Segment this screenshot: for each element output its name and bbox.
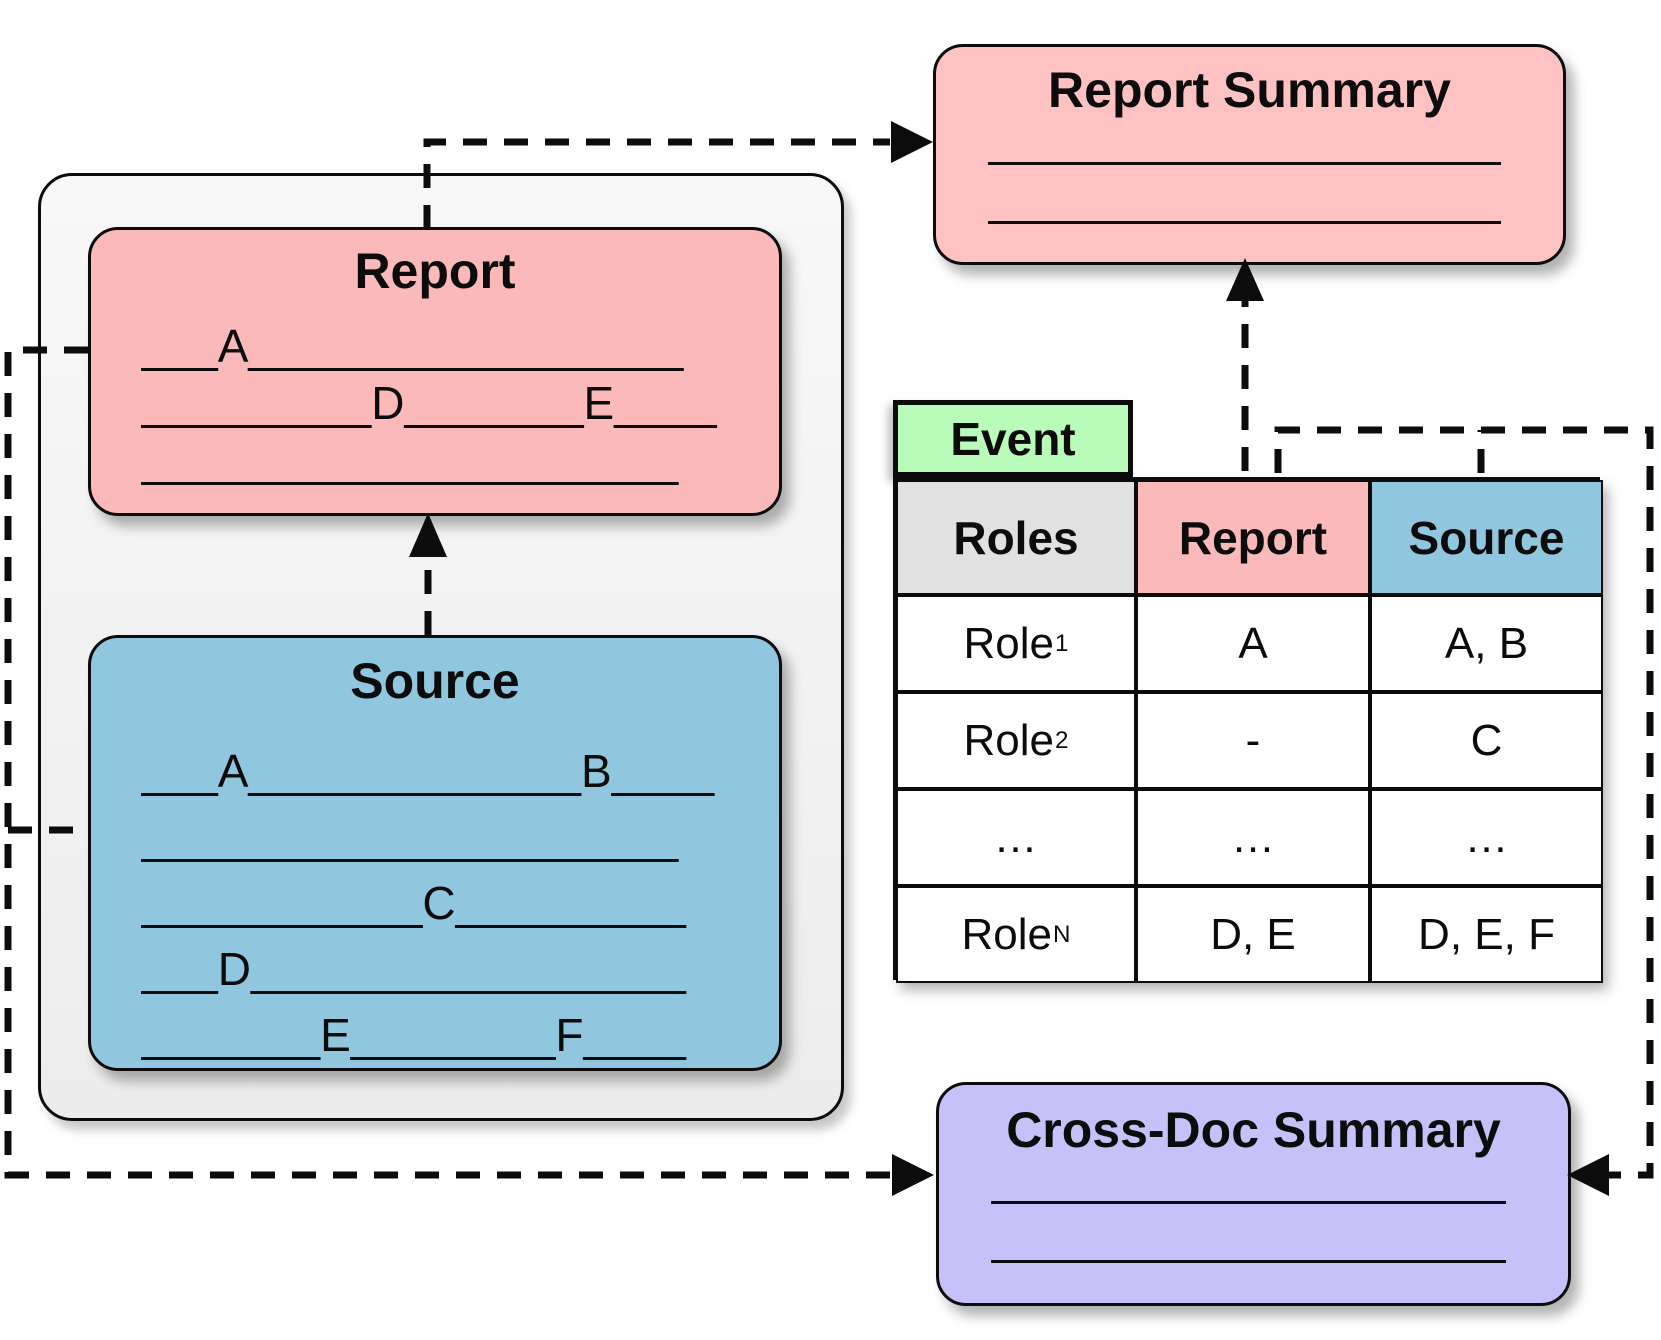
summary-blank-line — [991, 1260, 1506, 1263]
role-subscript: N — [1053, 920, 1071, 948]
table-row-source-cell: C — [1370, 692, 1603, 789]
source-text-line: ___A_____________B____ — [141, 745, 715, 797]
summary-blank-line — [988, 221, 1501, 224]
source-document-text: ___A_____________B____ _________________… — [141, 738, 749, 1068]
table-row-report-cell: … — [1136, 789, 1370, 886]
cross-doc-summary-box: Cross-Doc Summary — [936, 1082, 1571, 1306]
source-document: Source ___A_____________B____ __________… — [88, 635, 782, 1071]
report-text-line: _________D_______E____ — [141, 377, 717, 429]
report-text-line: _____________________ — [141, 434, 679, 486]
table-header-report: Report — [1136, 480, 1370, 595]
summary-blank-line — [991, 1201, 1506, 1204]
table-header-source: Source — [1370, 480, 1603, 595]
role-subscript: 2 — [1055, 726, 1069, 754]
report-summary-box: Report Summary — [933, 44, 1566, 265]
table-row-role-cell: … — [896, 789, 1136, 886]
table-row-source-cell: D, E, F — [1370, 886, 1603, 983]
arrowhead-into-report-summary-left — [891, 121, 933, 163]
role-label: Role — [961, 909, 1053, 959]
role-subscript: 1 — [1055, 629, 1069, 657]
source-document-title: Source — [350, 653, 520, 709]
source-text-line: ___D_________________ — [141, 943, 686, 995]
source-text-line: _______E________F____ — [141, 1009, 686, 1061]
table-row-report-cell: - — [1136, 692, 1370, 789]
report-summary-title: Report Summary — [1048, 62, 1451, 118]
report-document-title: Report — [354, 243, 516, 299]
table-row-report-cell: A — [1136, 595, 1370, 692]
report-text-line: ___A_________________ — [141, 320, 684, 372]
summary-blank-line — [988, 162, 1501, 165]
cross-doc-summary-title: Cross-Doc Summary — [1006, 1102, 1501, 1158]
table-row-source-cell: A, B — [1370, 595, 1603, 692]
arrowhead-into-cross-doc-right — [1567, 1154, 1609, 1196]
report-document-text: ___A_________________ _________D_______E… — [141, 318, 749, 489]
role-label: … — [993, 812, 1038, 862]
report-document: Report ___A_________________ _________D_… — [88, 227, 782, 516]
table-row-report-cell: D, E — [1136, 886, 1370, 983]
source-text-line: ___________C_________ — [141, 877, 686, 929]
event-tab-label: Event — [950, 412, 1076, 465]
event-table-tab: Event — [893, 400, 1133, 477]
role-label: Role — [963, 715, 1055, 765]
arrowhead-into-cross-doc-left — [892, 1154, 934, 1196]
source-text-line: _____________________ — [141, 811, 679, 863]
role-label: Role — [963, 618, 1055, 668]
table-header-roles: Roles — [896, 480, 1136, 595]
table-row-source-cell: … — [1370, 789, 1603, 886]
